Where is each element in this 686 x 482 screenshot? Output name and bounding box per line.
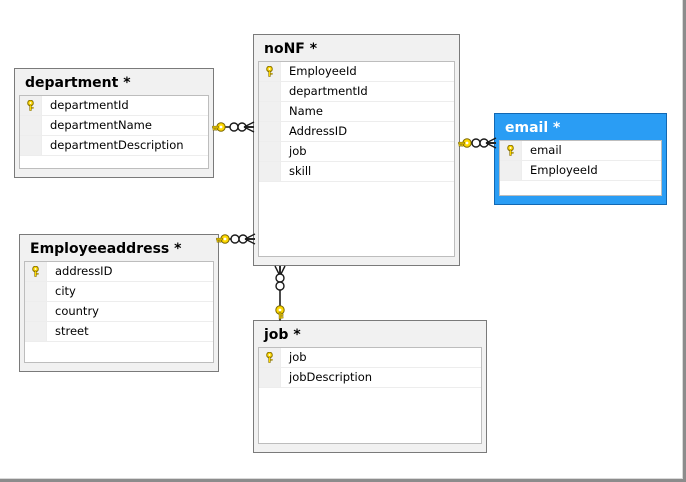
attribute-name: country bbox=[55, 304, 99, 318]
attribute-gutter bbox=[259, 162, 281, 181]
attribute-gutter bbox=[25, 282, 47, 301]
relationship-connector-department-noNF[interactable] bbox=[212, 118, 255, 136]
attribute-name: addressID bbox=[55, 264, 113, 278]
entity-title-department: department * bbox=[25, 75, 131, 91]
entity-table-job[interactable]: job * job jobDescription bbox=[253, 320, 487, 453]
attribute-row[interactable]: city bbox=[25, 282, 213, 302]
attribute-row[interactable]: street bbox=[25, 322, 213, 342]
attribute-gutter bbox=[259, 142, 281, 161]
attribute-row[interactable]: AddressID bbox=[259, 122, 454, 142]
attribute-name: job bbox=[289, 144, 307, 158]
attribute-gutter bbox=[259, 368, 281, 387]
attribute-name: departmentId bbox=[50, 98, 129, 112]
attribute-row[interactable]: addressID bbox=[25, 262, 213, 282]
attribute-row[interactable]: skill bbox=[259, 162, 454, 182]
attribute-row[interactable]: departmentId bbox=[259, 82, 454, 102]
relationship-connector-Employeeaddress-noNF[interactable] bbox=[216, 230, 256, 248]
attribute-gutter bbox=[25, 322, 47, 341]
relationship-connector-job-noNF[interactable] bbox=[271, 265, 289, 321]
attribute-name: skill bbox=[289, 164, 312, 178]
attribute-gutter bbox=[259, 102, 281, 121]
attribute-name: EmployeeId bbox=[530, 163, 598, 177]
attribute-row[interactable]: departmentDescription bbox=[20, 136, 208, 156]
attribute-row[interactable]: EmployeeId bbox=[500, 161, 661, 181]
attribute-row[interactable]: job bbox=[259, 142, 454, 162]
attribute-row[interactable]: EmployeeId bbox=[259, 62, 454, 82]
attribute-name: departmentId bbox=[289, 84, 368, 98]
relationship-connector-noNF-email[interactable] bbox=[458, 134, 497, 152]
attribute-row[interactable]: departmentId bbox=[20, 96, 208, 116]
primary-key-icon bbox=[259, 348, 281, 367]
attribute-gutter bbox=[25, 302, 47, 321]
attribute-name: jobDescription bbox=[289, 370, 373, 384]
attribute-name: departmentName bbox=[50, 118, 152, 132]
entity-attribute-list-job: job jobDescription bbox=[258, 347, 482, 444]
attribute-gutter bbox=[500, 161, 522, 180]
attribute-name: street bbox=[55, 324, 89, 338]
attribute-row[interactable]: email bbox=[500, 141, 661, 161]
primary-key-icon bbox=[25, 262, 47, 281]
entity-title-noNF: noNF * bbox=[264, 41, 318, 57]
attribute-gutter bbox=[20, 136, 42, 155]
primary-key-icon bbox=[500, 141, 522, 160]
entity-table-Employeeaddress[interactable]: Employeeaddress * addressID city country str… bbox=[19, 234, 219, 372]
primary-key-icon bbox=[259, 62, 281, 81]
attribute-name: city bbox=[55, 284, 76, 298]
primary-key-icon bbox=[20, 96, 42, 115]
entity-title-Employeeaddress: Employeeaddress * bbox=[30, 241, 182, 257]
entity-title-email: email * bbox=[505, 120, 561, 136]
attribute-row[interactable]: job bbox=[259, 348, 481, 368]
attribute-name: AddressID bbox=[289, 124, 348, 138]
attribute-name: EmployeeId bbox=[289, 64, 357, 78]
entity-title-job: job * bbox=[264, 327, 301, 343]
entity-attribute-list-Employeeaddress: addressID city country street bbox=[24, 261, 214, 363]
attribute-row[interactable]: country bbox=[25, 302, 213, 322]
attribute-gutter bbox=[259, 122, 281, 141]
attribute-gutter bbox=[259, 82, 281, 101]
attribute-gutter bbox=[20, 116, 42, 135]
entity-attribute-list-department: departmentId departmentName departmentDesc… bbox=[19, 95, 209, 169]
attribute-row[interactable]: Name bbox=[259, 102, 454, 122]
attribute-row[interactable]: departmentName bbox=[20, 116, 208, 136]
attribute-name: job bbox=[289, 350, 307, 364]
attribute-name: email bbox=[530, 143, 562, 157]
attribute-name: Name bbox=[289, 104, 323, 118]
attribute-name: departmentDescription bbox=[50, 138, 184, 152]
attribute-row[interactable]: jobDescription bbox=[259, 368, 481, 388]
